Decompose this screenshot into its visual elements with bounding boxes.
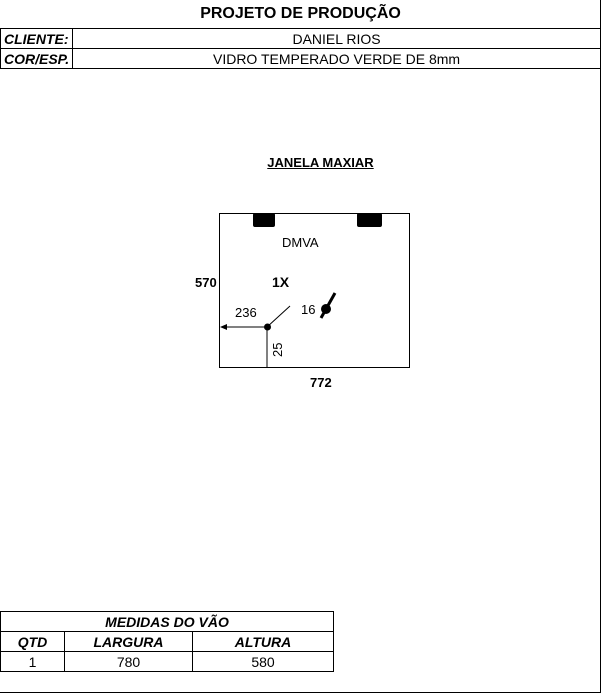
color-row: COR/ESP. VIDRO TEMPERADO VERDE DE 8mm bbox=[0, 48, 601, 69]
cell-qtd: 1 bbox=[0, 651, 65, 672]
opening-measures-table: MEDIDAS DO VÃO QTD LARGURA ALTURA 1 780 … bbox=[0, 611, 334, 672]
hole-offset-y: 25 bbox=[270, 342, 285, 357]
measures-title: MEDIDAS DO VÃO bbox=[0, 611, 334, 632]
page-title: PROJETO DE PRODUÇÃO bbox=[200, 5, 401, 22]
header-table: CLIENTE: DANIEL RIOS COR/ESP. VIDRO TEMP… bbox=[0, 28, 601, 69]
client-label: CLIENTE: bbox=[0, 28, 74, 49]
panel-label: DMVA bbox=[282, 235, 319, 250]
hole-diameter: 16 bbox=[301, 302, 316, 317]
color-value: VIDRO TEMPERADO VERDE DE 8mm bbox=[72, 48, 601, 69]
hinge-right bbox=[357, 213, 382, 227]
arrow-head bbox=[220, 324, 227, 330]
cell-largura: 780 bbox=[64, 651, 193, 672]
hole-offset-x: 236 bbox=[235, 305, 257, 320]
hole-marker bbox=[264, 323, 271, 331]
glass-panel-outline bbox=[219, 213, 410, 368]
leader-line bbox=[266, 305, 291, 328]
column-largura: LARGURA bbox=[64, 631, 193, 652]
color-label: COR/ESP. bbox=[0, 48, 74, 69]
cell-altura: 580 bbox=[192, 651, 334, 672]
height-dimension: 570 bbox=[195, 275, 217, 290]
handle-knob bbox=[321, 304, 331, 314]
column-qtd: QTD bbox=[0, 631, 65, 652]
hinge-left bbox=[253, 213, 275, 227]
quantity-label: 1X bbox=[272, 274, 290, 290]
drawing-title: JANELA MAXIAR bbox=[267, 155, 374, 170]
column-altura: ALTURA bbox=[192, 631, 334, 652]
client-row: CLIENTE: DANIEL RIOS bbox=[0, 28, 601, 49]
table-row: 1 780 580 bbox=[0, 651, 334, 672]
width-dimension: 772 bbox=[310, 375, 332, 390]
